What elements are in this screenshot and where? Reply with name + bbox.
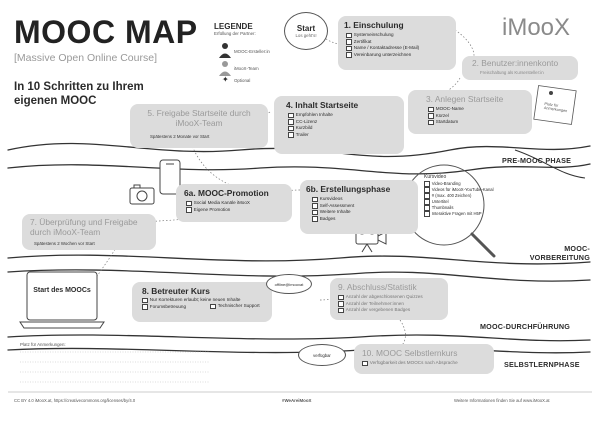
notes-label: Platz für Anmerkungen: — [20, 342, 66, 347]
page-title: MOOC MAP — [14, 14, 198, 50]
legend-item-team: iMooX-Team — [234, 66, 259, 71]
legend-item-creator: MOOC-Ersteller:in — [234, 49, 270, 54]
imoox-logo: iMooX — [502, 14, 571, 41]
step-6b-checklist: Kursvideos Self-Assessment Weitere Inhal… — [312, 196, 354, 222]
checklist-item[interactable]: Systemeinschulung — [346, 32, 419, 39]
step-2-item: Freischaltung als Kursersteller:in — [480, 70, 544, 75]
checklist-item[interactable]: Zertifikat — [346, 39, 419, 46]
step-8-checklist-extra: Technischer Support — [210, 303, 260, 310]
phase-vorbereitung: MOOC-VORBEREITUNG — [529, 244, 590, 262]
page-subtitle: [Massive Open Online Course] — [14, 52, 157, 64]
checklist-item[interactable]: Anzahl der vergebenen Badges — [338, 307, 423, 314]
checklist-item[interactable]: Trailer — [288, 132, 333, 139]
checklist-item[interactable]: Kursvideos — [312, 196, 354, 203]
checklist-item[interactable]: Weitere Inhalte — [312, 209, 354, 216]
step-1-checklist: Systemeinschulung Zertifikat Name / Kont… — [346, 32, 419, 58]
kursvideo-checklist: Video-Branding Videos für iMooX-YouTube-… — [424, 181, 494, 217]
legend-title: LEGENDE — [214, 22, 253, 31]
legend-item-optional: Optional — [234, 78, 251, 83]
step-3-checklist: MOOC-Name Kürzel Startdatum — [428, 106, 464, 126]
step-9-title: 9. Abschluss/Statistik — [338, 282, 417, 292]
start-label: Start — [296, 24, 316, 33]
step-8-title: 8. Betreuter Kurs — [142, 286, 210, 296]
step-6b-title: 6b. Erstellungsphase — [306, 184, 391, 194]
footer-hashtag: #WeAreiMooX — [282, 398, 312, 403]
start-sub: Los geht's! — [295, 33, 317, 38]
checklist-item[interactable]: Vereinbarung unterzeichnen — [346, 52, 419, 59]
step-5-sub: Spätestens 2 Monate vor Start — [150, 134, 210, 139]
checklist-item[interactable]: # (max. 400 Zeichen) — [424, 193, 494, 199]
intro-text: In 10 Schritten zu Ihrem eigenen MOOC — [14, 81, 144, 107]
step-7-sub: Spätestens 2 Wochen vor Start — [34, 241, 95, 246]
verfuegbar-bubble: verfügbar — [298, 344, 346, 366]
checklist-item[interactable]: Video-Branding — [424, 181, 494, 187]
checklist-item[interactable]: Self-Assessment — [312, 203, 354, 210]
optional-star-icon: ✦ — [222, 75, 229, 84]
step-5-title: 5. Freigabe Startseite durch iMooX-Team — [147, 108, 251, 128]
checklist-item[interactable]: Nur Korrekturen erlaubt; keine neuen Inh… — [142, 297, 241, 304]
step-2-box — [462, 56, 578, 80]
kursvideo-title: Kursvideo — [424, 174, 447, 180]
step-10-checklist: Verfügbarkeit des MOOCs nach Absprache — [362, 360, 458, 367]
step-10-box — [354, 344, 494, 374]
checklist-item[interactable]: Anzahl der Teilnehmer:innen — [338, 301, 423, 308]
checklist-item[interactable]: Technischer Support — [210, 303, 260, 310]
checklist-item[interactable]: MOOC-Name — [428, 106, 464, 113]
phase-selbstlern: SELBSTLERNPHASE — [504, 360, 580, 369]
step-6a-checklist: Social Media Kanäle iMooX Eigene Promoti… — [186, 200, 250, 213]
legend-subtitle: Erfüllung der Partner: — [214, 31, 256, 36]
step-9-checklist: Anzahl der abgeschlossenen Quizzes Anzah… — [338, 294, 423, 314]
step-2-title: 2. Benutzer:innenkonto — [472, 58, 559, 68]
step-4-checklist: Empfohlen Inhalte CC-Lizenz Kurzbild Tra… — [288, 112, 333, 138]
laptop-screen-text: Start des MOOCs — [33, 287, 91, 294]
step-8-checklist: Nur Korrekturen erlaubt; keine neuen Inh… — [142, 297, 241, 311]
checklist-item[interactable]: Kurzbild — [288, 125, 333, 132]
checklist-item[interactable]: Thumbnails — [424, 205, 494, 211]
start-bubble: Start Los geht's! — [284, 12, 328, 50]
footer-info: Weitere Informationen finden Sie auf www… — [454, 398, 550, 403]
step-6a-title: 6a. MOOC-Promotion — [184, 188, 269, 198]
step-1-title: 1. Einschulung — [344, 20, 404, 30]
checklist-item[interactable]: Verfügbarkeit des MOOCs nach Absprache — [362, 360, 458, 367]
checklist-item[interactable]: Forumsbetreuung — [142, 304, 240, 311]
checklist-item[interactable]: Badges — [312, 216, 354, 223]
footer-license: CC BY 4.0 iMooX.at, https://creativecomm… — [14, 398, 136, 403]
checklist-item[interactable]: CC-Lizenz — [288, 119, 333, 126]
checklist-item[interactable]: Social Media Kanäle iMooX — [186, 200, 250, 207]
checklist-item[interactable]: Untertitel — [424, 199, 494, 205]
checklist-item[interactable]: Interaktive Fragen mit H5P — [424, 211, 494, 217]
checklist-item[interactable]: Anzahl der abgeschlossenen Quizzes — [338, 294, 423, 301]
checklist-item[interactable]: Empfohlen Inhalte — [288, 112, 333, 119]
step-3-title: 3. Anlegen Startseite — [426, 94, 504, 104]
step-4-title: 4. Inhalt Startseite — [286, 100, 359, 110]
checklist-item[interactable]: Startdatum — [428, 119, 464, 126]
checklist-item[interactable]: Eigene Promotion — [186, 207, 250, 214]
step-7-box — [22, 214, 156, 250]
checklist-item[interactable]: Kürzel — [428, 113, 464, 120]
phase-pre-mooc: PRE-MOOC PHASE — [502, 156, 572, 165]
step-5-box — [130, 104, 268, 148]
offline-bubble: offline@imooxat — [266, 274, 312, 294]
step-10-title: 10. MOOC Selbstlernkurs — [362, 348, 458, 358]
step-7-title: 7. Überprüfung und Freigabe durch iMooX-… — [30, 217, 138, 237]
phase-durchfuehrung: MOOC-DURCHFÜHRUNG — [480, 322, 571, 331]
checklist-item[interactable]: Videos für iMooX-YouTube-Kanal — [424, 187, 494, 193]
checklist-item[interactable]: Name / Kontaktadresse (E-Mail) — [346, 45, 419, 52]
